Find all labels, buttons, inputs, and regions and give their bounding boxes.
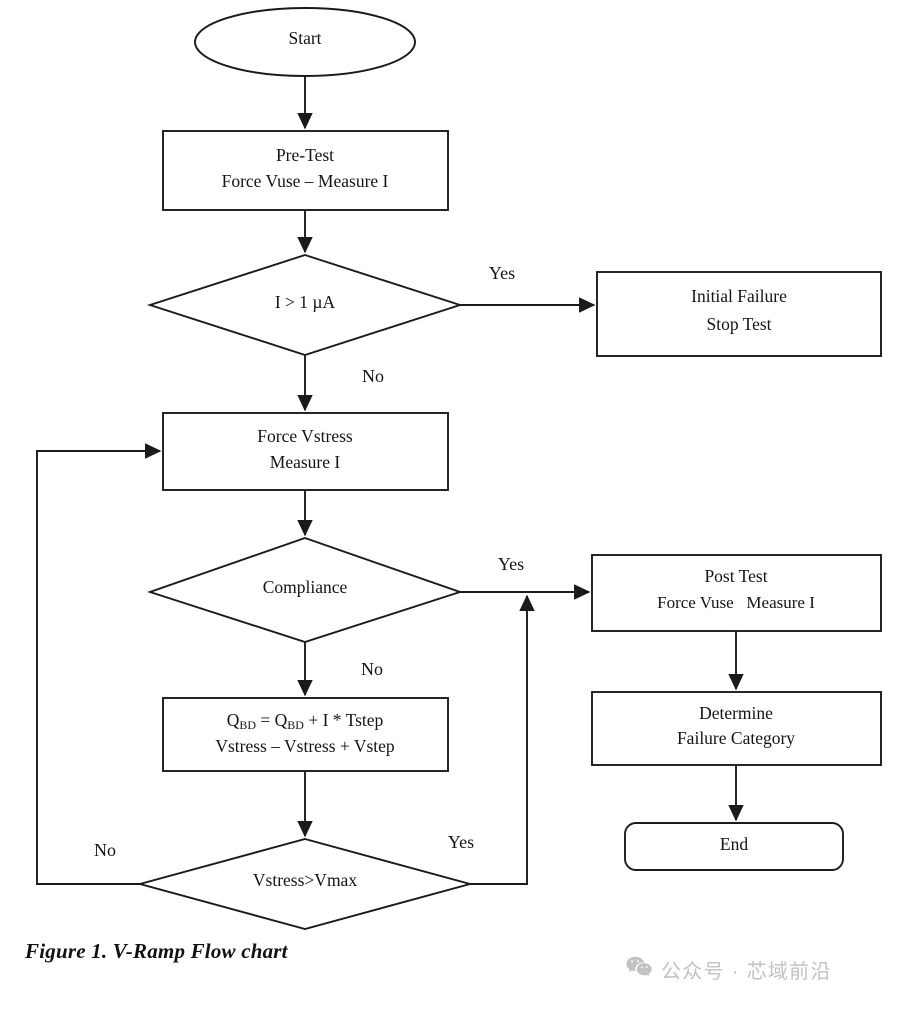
edge-label-compliance-no: No	[361, 659, 383, 679]
node-vmax-check-label: Vstress>Vmax	[253, 870, 357, 890]
node-leak-check-label: I > 1 µA	[275, 292, 336, 312]
node-qbd-update: QBD = QBD + I * Tstep Vstress – Vstress …	[162, 697, 449, 772]
edge-vmax-yes-to-posttest-line	[470, 594, 535, 885]
node-qbd-update-line2: Vstress – Vstress + Vstep	[215, 736, 395, 756]
node-pretest-line1: Pre-Test	[276, 145, 334, 165]
node-initial-failure-line1: Initial Failure	[691, 286, 787, 306]
edge-label-vmax-yes: Yes	[448, 832, 474, 852]
node-post-test: Post Test Force Vuse Measure I	[591, 554, 882, 632]
node-post-test-line2: Force Vuse Measure I	[657, 593, 815, 612]
node-start-label: Start	[288, 28, 321, 48]
node-pretest: Pre-Test Force Vuse – Measure I	[162, 130, 449, 211]
node-end: End	[624, 822, 844, 871]
node-compliance-label: Compliance	[263, 577, 348, 597]
node-force-vstress-line1: Force Vstress	[257, 426, 353, 446]
node-determine-line2: Failure Category	[677, 728, 795, 748]
qbd-sub1: BD	[239, 718, 256, 732]
edge-vmax-no-loopback-to-forcevstress	[36, 443, 162, 885]
edge-label-leakcheck-no: No	[362, 366, 384, 386]
node-start: Start	[194, 7, 416, 77]
node-post-test-line1: Post Test	[704, 566, 767, 586]
node-end-label: End	[720, 834, 748, 854]
edge-label-compliance-yes: Yes	[498, 554, 524, 574]
node-determine-failure-category: Determine Failure Category	[591, 691, 882, 766]
qbd-q1: Q	[227, 710, 240, 730]
edge-label-vmax-no: No	[94, 840, 116, 860]
qbd-sub2: BD	[287, 718, 304, 732]
node-initial-failure: Initial Failure Stop Test	[596, 271, 882, 357]
node-force-vstress-line2: Measure I	[270, 452, 341, 472]
node-leak-check: I > 1 µA	[146, 254, 464, 356]
node-pretest-line2: Force Vuse – Measure I	[222, 171, 389, 191]
qbd-equals: = Q	[256, 710, 288, 730]
edge-label-leakcheck-yes: Yes	[489, 263, 515, 283]
wechat-icon	[626, 956, 652, 984]
node-vmax-check: Vstress>Vmax	[136, 838, 474, 930]
node-force-vstress: Force Vstress Measure I	[162, 412, 449, 491]
figure-caption: Figure 1. V-Ramp Flow chart	[25, 939, 288, 963]
node-determine-line1: Determine	[699, 703, 773, 723]
watermark: 公众号 · 芯域前沿	[626, 955, 832, 984]
node-qbd-update-line1: QBD = QBD + I * Tstep	[227, 710, 384, 732]
watermark-text: 公众号 · 芯域前沿	[661, 961, 832, 983]
qbd-tail: + I * Tstep	[304, 710, 384, 730]
node-compliance: Compliance	[147, 536, 463, 643]
node-initial-failure-line2: Stop Test	[706, 314, 771, 334]
